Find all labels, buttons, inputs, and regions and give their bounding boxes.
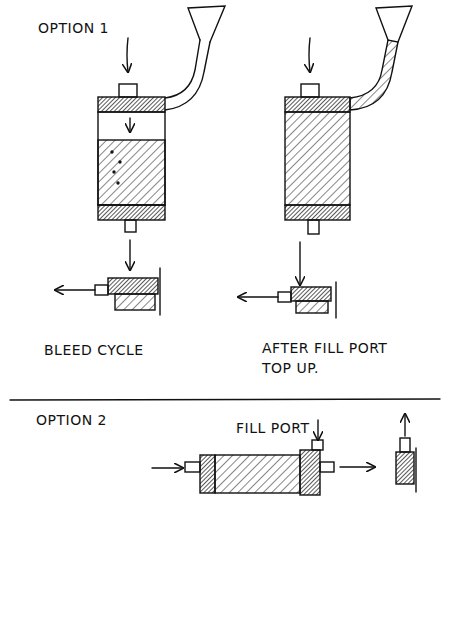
sketch-label: FILL PORT (236, 418, 309, 438)
sketch-label: OPTION 1 (38, 18, 109, 38)
sketch-label: BLEED CYCLE (44, 340, 144, 360)
sketch-label: OPTION 2 (36, 410, 107, 430)
sketch-label: AFTER FILL PORT TOP UP. (262, 338, 412, 379)
